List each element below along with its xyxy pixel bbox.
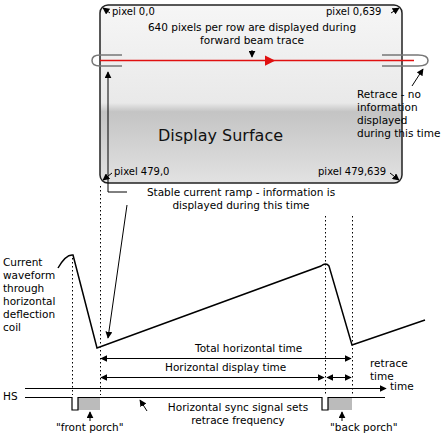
dimension-arrow (327, 377, 351, 378)
current-waveform (58, 255, 425, 348)
leader-line (108, 205, 127, 338)
dotted-guide (325, 216, 326, 395)
pixel-label: pixel 479,639 (318, 165, 386, 178)
time-axis (25, 388, 386, 389)
dotted-guide (100, 186, 101, 395)
porch-shade (78, 397, 100, 410)
corner-pointer (391, 8, 399, 13)
beam-trace (268, 60, 414, 62)
signal-name: HS (3, 390, 18, 403)
porch-shade (328, 397, 352, 410)
leader-line (252, 50, 253, 57)
annotation: 640 pixels per row are displayed during … (140, 21, 364, 47)
leader-line (140, 400, 147, 411)
leader-line (90, 412, 91, 421)
leader-line (412, 69, 423, 86)
axis-label: time (390, 380, 414, 393)
corner-pointer (390, 173, 399, 180)
dotted-guide (352, 216, 353, 395)
display-title: Display Surface (158, 126, 283, 145)
corner-pointer (103, 8, 110, 13)
leader-line (342, 412, 343, 421)
dimension-arrow (101, 377, 324, 378)
beam-trace (100, 60, 270, 62)
dimension-arrow (101, 358, 351, 359)
region-label: "back porch" (330, 421, 398, 434)
pixel-label: pixel 0,0 (112, 5, 155, 18)
region-label: "front porch" (56, 421, 124, 434)
pixel-label: pixel 0,639 (326, 5, 381, 18)
dimension-label: retrace time (370, 357, 420, 383)
annotation: Current waveform through horizontal defl… (3, 256, 71, 334)
annotation: Retrace - no information displayed durin… (357, 88, 443, 140)
annotation: Stable current ramp - information is dis… (130, 186, 352, 212)
dimension-label: Total horizontal time (195, 342, 302, 355)
pixel-label: pixel 479,0 (114, 165, 169, 178)
display-screen (100, 5, 402, 183)
dimension-label: Horizontal display time (165, 361, 286, 374)
annotation: Horizontal sync signal sets retrace freq… (150, 401, 326, 427)
dotted-guide (72, 258, 73, 395)
